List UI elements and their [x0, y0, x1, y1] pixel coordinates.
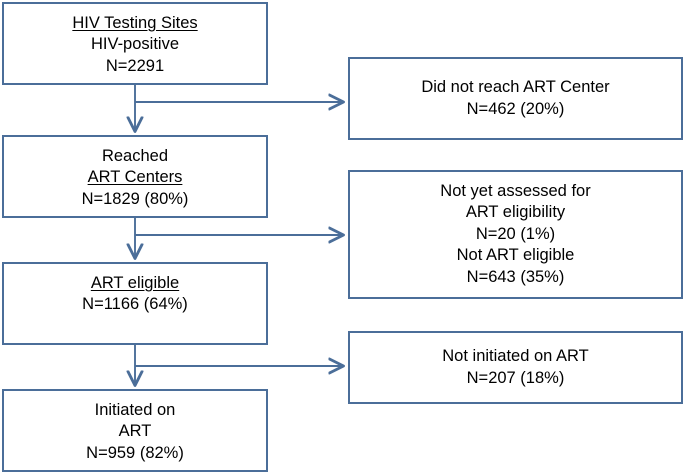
node-line: ART eligible — [90, 274, 180, 292]
node-line: Initiated on — [94, 401, 176, 419]
node-line: ART Centers — [87, 168, 183, 187]
connector-1 — [135, 85, 342, 130]
node-line: HIV Testing Sites — [72, 14, 198, 32]
node-text-stack: ART eligible N=1166 (64%) — [82, 273, 188, 316]
node-line: N=1166 (64%) — [82, 295, 188, 314]
node-line: N=207 (18%) — [466, 368, 565, 387]
node-line: Not initiated on ART — [442, 347, 589, 366]
connector-2 — [135, 218, 342, 257]
node-text-stack: Reached ART Centers N=1829 (80%) — [82, 146, 189, 210]
node-line: N=2291 — [105, 56, 165, 75]
node-line: N=959 (82%) — [86, 443, 184, 462]
node-text-stack: Not initiated on ART N=207 (18%) — [442, 346, 588, 389]
node-did-not-reach-art-center: Did not reach ART Center N=462 (20%) — [348, 57, 683, 140]
node-not-assessed-or-not-eligible: Not yet assessed for ART eligibility N=2… — [348, 170, 683, 299]
node-text-stack: HIV Testing Sites HIV-positive N=2291 — [72, 13, 197, 77]
node-line: N=462 (20%) — [466, 99, 565, 118]
node-not-initiated-on-art: Not initiated on ART N=207 (18%) — [348, 331, 683, 404]
node-line: N=1829 (80%) — [81, 189, 189, 208]
node-line: HIV-positive — [90, 35, 180, 54]
node-line: ART eligibility — [465, 203, 566, 222]
node-line: Did not reach ART Center — [421, 78, 610, 97]
node-line: N=643 (35%) — [466, 267, 565, 286]
node-reached-art-centers: Reached ART Centers N=1829 (80%) — [2, 135, 268, 218]
node-line: ART — [118, 422, 152, 441]
node-line: Not ART eligible — [456, 246, 575, 265]
node-line: Not yet assessed for — [440, 181, 591, 200]
node-text-stack: Not yet assessed for ART eligibility N=2… — [440, 181, 590, 288]
node-art-eligible: ART eligible N=1166 (64%) — [2, 262, 268, 345]
node-line: N=20 (1%) — [475, 224, 556, 243]
node-text-stack: Did not reach ART Center N=462 (20%) — [421, 77, 609, 120]
connector-3 — [135, 345, 342, 384]
node-line: Reached — [101, 147, 169, 165]
node-initiated-on-art: Initiated on ART N=959 (82%) — [2, 389, 268, 472]
node-hiv-testing-sites: HIV Testing Sites HIV-positive N=2291 — [2, 2, 268, 85]
node-text-stack: Initiated on ART N=959 (82%) — [86, 400, 184, 464]
